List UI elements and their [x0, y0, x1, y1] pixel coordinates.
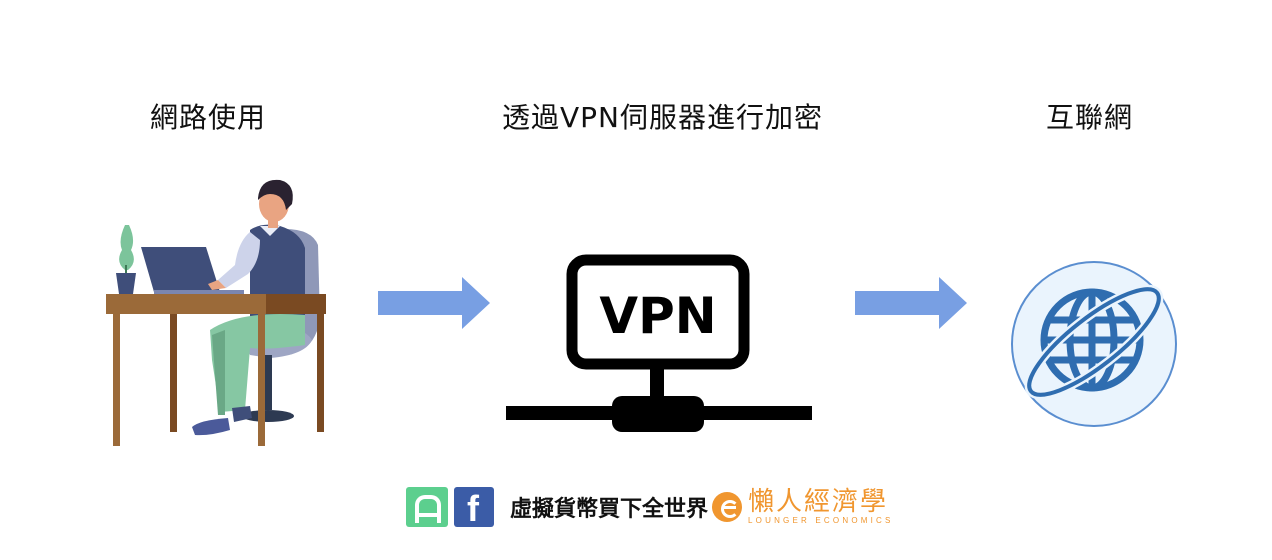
- step-title-internet: 互聯網: [1046, 101, 1134, 134]
- app-logo-icon[interactable]: [406, 487, 448, 527]
- facebook-icon[interactable]: f: [454, 487, 494, 527]
- brand-logo: 懶人經濟學 LOUNGER ECONOMICS: [712, 489, 894, 525]
- globe-icon: [1006, 258, 1182, 434]
- footer-slogan: 虛擬貨幣買下全世界: [510, 497, 709, 522]
- brand-name-cn: 懶人經濟學: [748, 487, 889, 517]
- arrow-right-icon: [855, 277, 970, 333]
- brand-mark-icon: [712, 492, 743, 522]
- footer-branding: f 虛擬貨幣買下全世界 懶人經濟學 LOUNGER ECONOMICS: [406, 487, 894, 527]
- step-title-internet-usage: 網路使用: [150, 101, 267, 134]
- person-at-laptop-icon: [100, 170, 340, 464]
- vpn-server-icon: VPN: [500, 248, 820, 442]
- step-title-vpn-encryption: 透過VPN伺服器進行加密: [502, 101, 823, 134]
- arrow-right-icon: [378, 277, 493, 333]
- vpn-label: VPN: [599, 287, 716, 345]
- brand-name-en: LOUNGER ECONOMICS: [748, 516, 894, 525]
